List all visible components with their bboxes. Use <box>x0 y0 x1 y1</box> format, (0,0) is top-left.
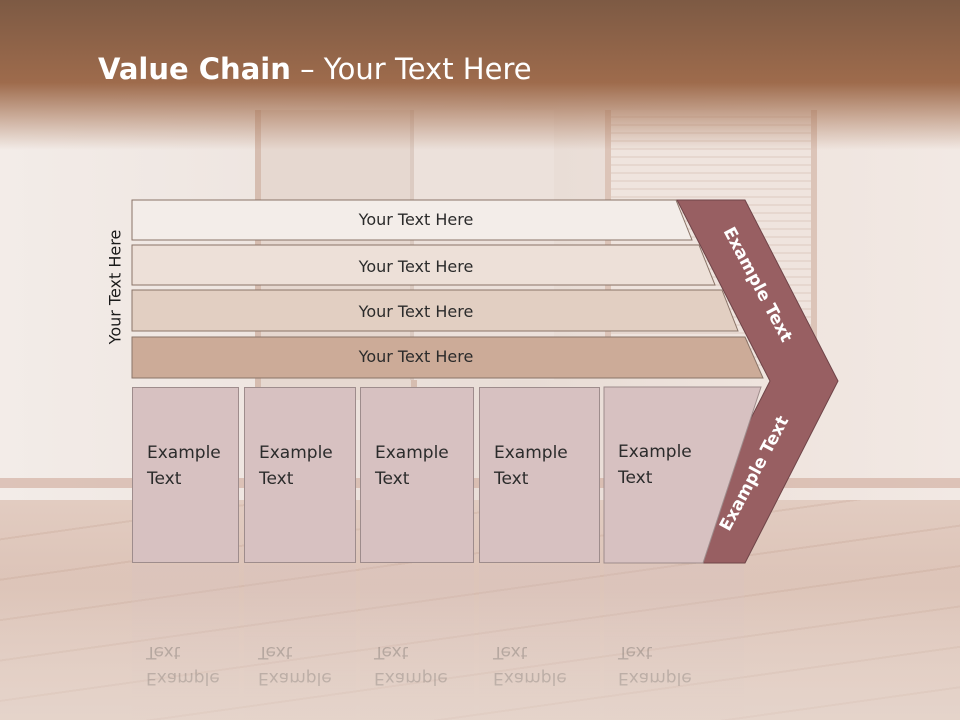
slide-title-bold: Value Chain <box>98 52 291 86</box>
support-row-4-label: Your Text Here <box>358 347 474 366</box>
primary-box-4-line2: Text <box>494 469 529 489</box>
primary-box-5-line1: Example <box>618 442 692 462</box>
support-row-3 <box>131 289 739 332</box>
support-row-3-label: Your Text Here <box>358 302 474 321</box>
support-row-1-label: Your Text Here <box>358 210 474 229</box>
support-row-4 <box>131 336 764 379</box>
slide-title-rest: – Your Text Here <box>290 52 532 86</box>
header-band <box>0 0 960 150</box>
support-row-2-label: Your Text Here <box>358 257 474 276</box>
reflection-fade <box>0 565 960 720</box>
primary-box-3-line2: Text <box>375 469 410 489</box>
primary-box-2-line1: Example <box>259 443 333 463</box>
primary-box-2-line2: Text <box>259 469 294 489</box>
primary-box-5-line2: Text <box>618 468 653 488</box>
primary-box-4-line1: Example <box>494 443 568 463</box>
support-row-1 <box>131 199 693 241</box>
primary-box-1-line1: Example <box>147 443 221 463</box>
primary-box-3-line1: Example <box>375 443 449 463</box>
value-chevron <box>676 199 839 564</box>
support-row-2 <box>131 244 716 286</box>
slide-title: Value Chain – Your Text Here <box>98 52 532 86</box>
primary-box-1-line2: Text <box>147 469 182 489</box>
primary-box-5-shape <box>603 386 762 564</box>
